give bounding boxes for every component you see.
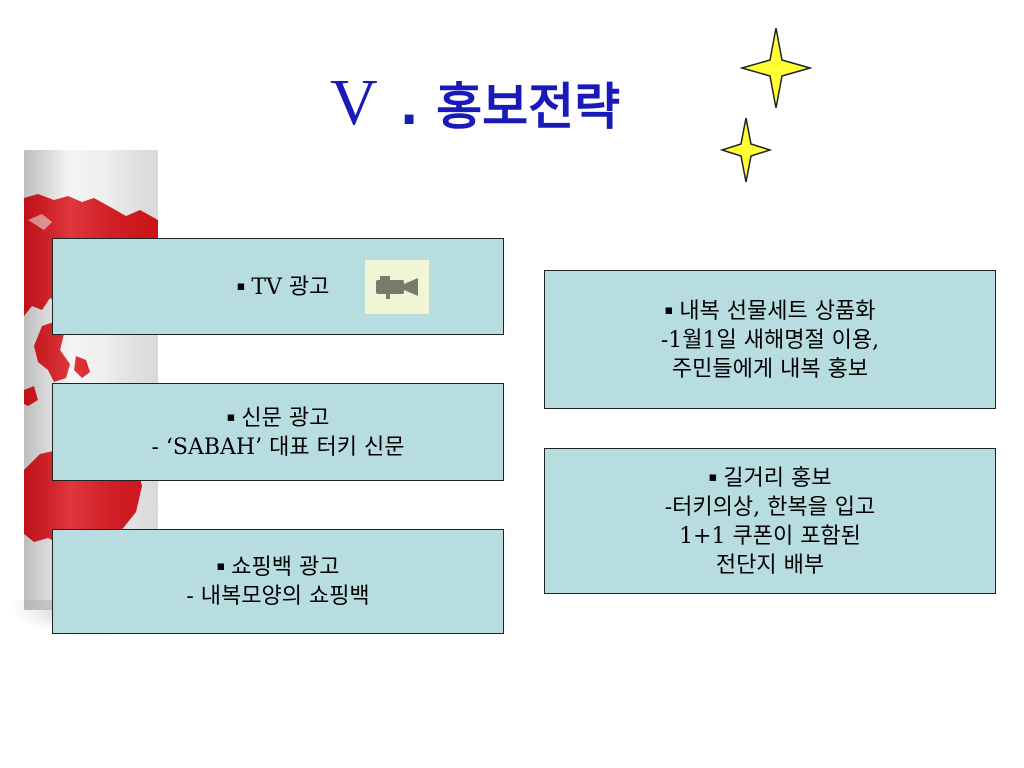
bullet: ▪ xyxy=(664,302,674,318)
bullet: ▪ xyxy=(216,559,226,574)
shopping-bag-ad-detail: - 내복모양의 쇼핑백 xyxy=(186,584,370,609)
tv-ad-box: ▪TV 광고 xyxy=(52,238,504,335)
street-promotion-detail-3: 전단지 배부 xyxy=(715,552,825,578)
newspaper-ad-box: ▪신문 광고 - ‘SABAH’ 대표 터키 신문 xyxy=(52,383,504,481)
street-promotion-detail-2: 1+1 쿠폰이 포함된 xyxy=(679,523,861,549)
street-promotion-box: ▪길거리 홍보 -터키의상, 한복을 입고 1+1 쿠폰이 포함된 전단지 배부 xyxy=(544,448,996,594)
street-promotion-detail-1: -터키의상, 한복을 입고 xyxy=(664,494,876,520)
gift-set-detail-2: 주민들에게 내복 홍보 xyxy=(671,356,869,382)
bullet: ▪ xyxy=(236,278,246,294)
newspaper-ad-detail: - ‘SABAH’ 대표 터키 신문 xyxy=(151,434,405,460)
title-numeral: V xyxy=(330,66,378,139)
gift-set-heading: ▪내복 선물세트 상품화 xyxy=(664,298,876,324)
tv-ad-row: ▪TV 광고 xyxy=(236,259,430,314)
shopping-bag-ad-heading: ▪쇼핑백 광고 xyxy=(216,555,340,580)
bullet: ▪ xyxy=(226,409,236,425)
street-promotion-heading: ▪길거리 홍보 xyxy=(708,465,832,491)
gift-set-detail-1: -1월1일 새해명절 이용, xyxy=(660,327,880,353)
title-text: . 홍보전략 xyxy=(399,78,621,136)
tv-ad-label: ▪TV 광고 xyxy=(236,274,330,300)
bullet: ▪ xyxy=(708,469,718,485)
shopping-bag-ad-box: ▪쇼핑백 광고 - 내복모양의 쇼핑백 xyxy=(52,529,504,634)
star-icon xyxy=(740,27,812,109)
newspaper-ad-heading: ▪신문 광고 xyxy=(226,405,330,431)
video-camera-icon xyxy=(365,259,430,314)
star-icon xyxy=(720,117,772,183)
gift-set-box: ▪내복 선물세트 상품화 -1월1일 새해명절 이용, 주민들에게 내복 홍보 xyxy=(544,270,996,409)
slide-title: V . 홍보전략 xyxy=(330,58,620,148)
